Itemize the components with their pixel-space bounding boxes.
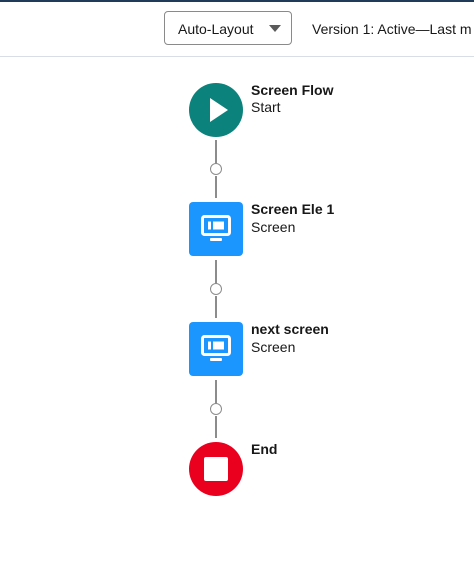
end-node[interactable] <box>189 442 243 496</box>
chevron-down-icon <box>269 25 281 32</box>
connector-line <box>215 416 217 438</box>
start-node-subtitle: Start <box>251 99 281 115</box>
stop-icon <box>204 457 228 481</box>
toolbar: Auto-Layout Version 1: Active—Last m <box>0 2 474 57</box>
play-icon <box>210 98 228 122</box>
add-element-connector[interactable] <box>210 163 222 175</box>
screen-element-title: Screen Ele 1 <box>251 201 335 217</box>
layout-select-label: Auto-Layout <box>178 21 254 37</box>
screen-element-title: next screen <box>251 321 329 337</box>
end-node-title: End <box>251 441 278 457</box>
top-border <box>0 0 474 2</box>
screen-element-subtitle: Screen <box>251 339 296 355</box>
screen-element-node[interactable] <box>189 202 243 256</box>
start-node-title: Screen Flow <box>251 82 334 98</box>
layout-select[interactable]: Auto-Layout <box>164 11 292 45</box>
connector-line <box>215 380 217 404</box>
connector-line <box>215 140 217 164</box>
connector-line <box>215 260 217 284</box>
screen-element-node[interactable] <box>189 322 243 376</box>
connector-line <box>215 296 217 318</box>
version-status: Version 1: Active—Last m <box>312 21 472 37</box>
connector-line <box>215 176 217 198</box>
screen-icon <box>201 335 231 361</box>
start-node[interactable] <box>189 83 243 137</box>
add-element-connector[interactable] <box>210 403 222 415</box>
add-element-connector[interactable] <box>210 283 222 295</box>
screen-icon <box>201 215 231 241</box>
screen-element-subtitle: Screen <box>251 219 296 235</box>
